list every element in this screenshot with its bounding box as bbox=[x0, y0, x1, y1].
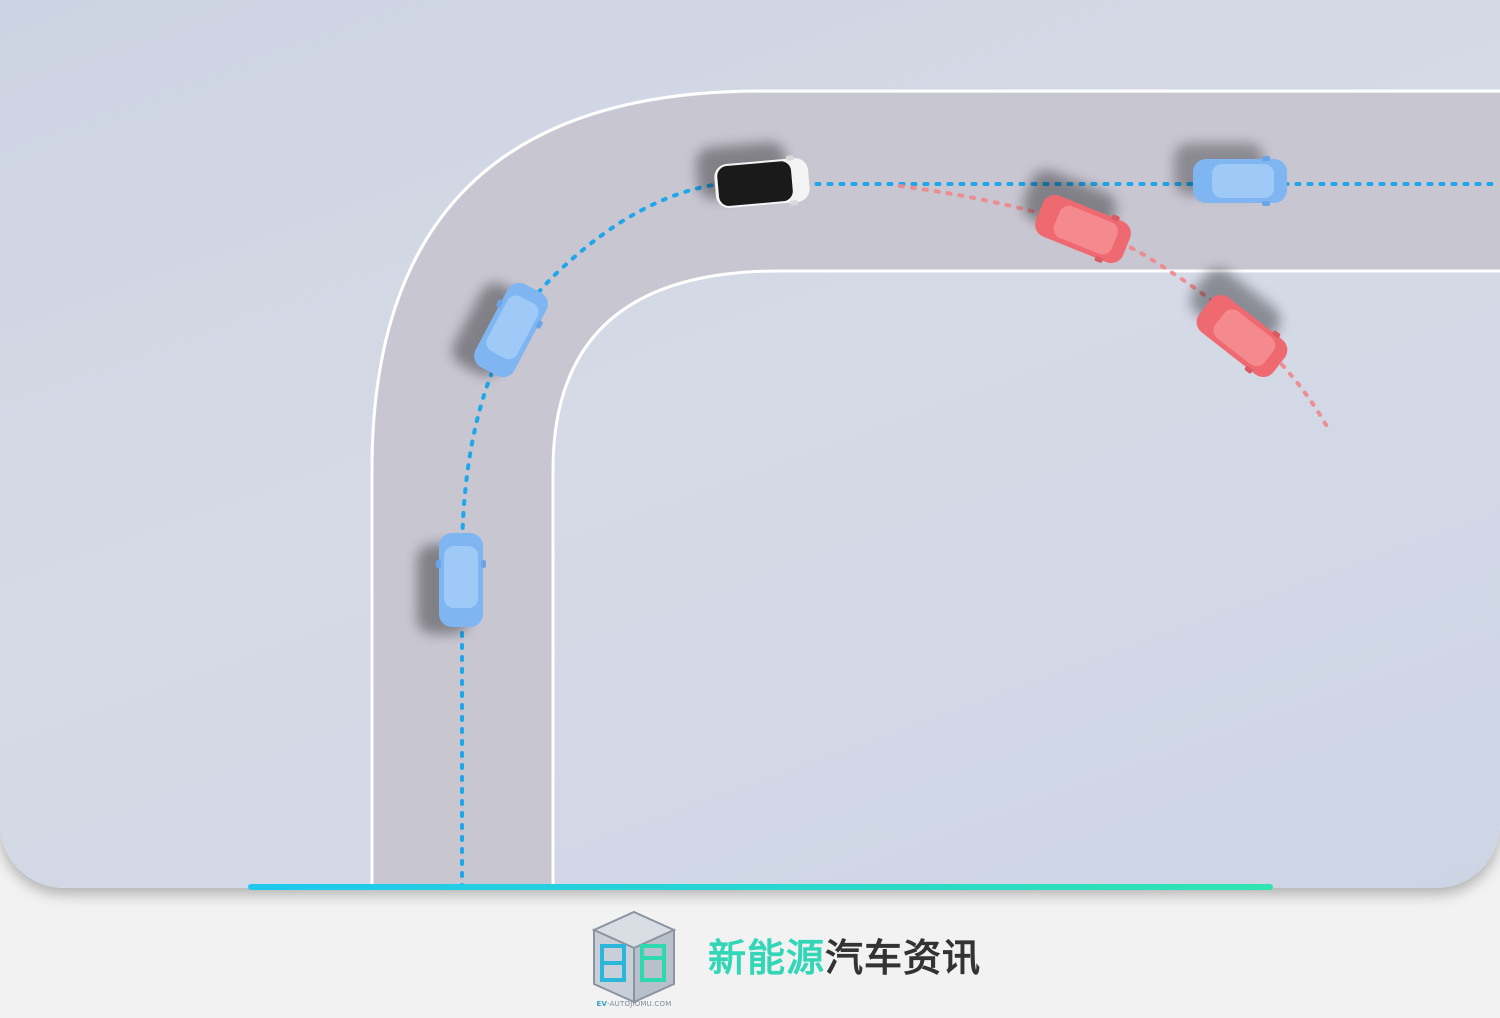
logo-url-rest: -AUTOJIOMU.COM bbox=[607, 1000, 672, 1008]
car-icon bbox=[452, 282, 548, 378]
logo-url-prefix: EV bbox=[596, 1000, 608, 1008]
footer: EV-AUTOJIOMU.COM 新能源汽车资讯 bbox=[0, 890, 1500, 1018]
car-icon bbox=[696, 142, 810, 208]
brand-part1: 新能源 bbox=[708, 936, 826, 980]
car-icon bbox=[1190, 268, 1288, 378]
car-icon bbox=[1022, 170, 1131, 264]
logo-url: EV-AUTOJIOMU.COM bbox=[586, 1000, 682, 1008]
red-trajectory bbox=[898, 184, 1332, 434]
road-illustration bbox=[0, 0, 1500, 888]
road-surface bbox=[372, 93, 1500, 888]
road-outer-edge bbox=[370, 89, 1500, 888]
car-icon bbox=[417, 533, 486, 634]
cube-logo-icon bbox=[591, 910, 677, 1004]
brand-name: 新能源汽车资讯 bbox=[708, 934, 981, 982]
road-scene bbox=[370, 89, 1500, 888]
brand-part2: 汽车资讯 bbox=[825, 936, 982, 980]
accent-line bbox=[248, 884, 1273, 890]
road-inner-edge bbox=[551, 269, 1500, 888]
car-icon bbox=[1174, 143, 1287, 206]
